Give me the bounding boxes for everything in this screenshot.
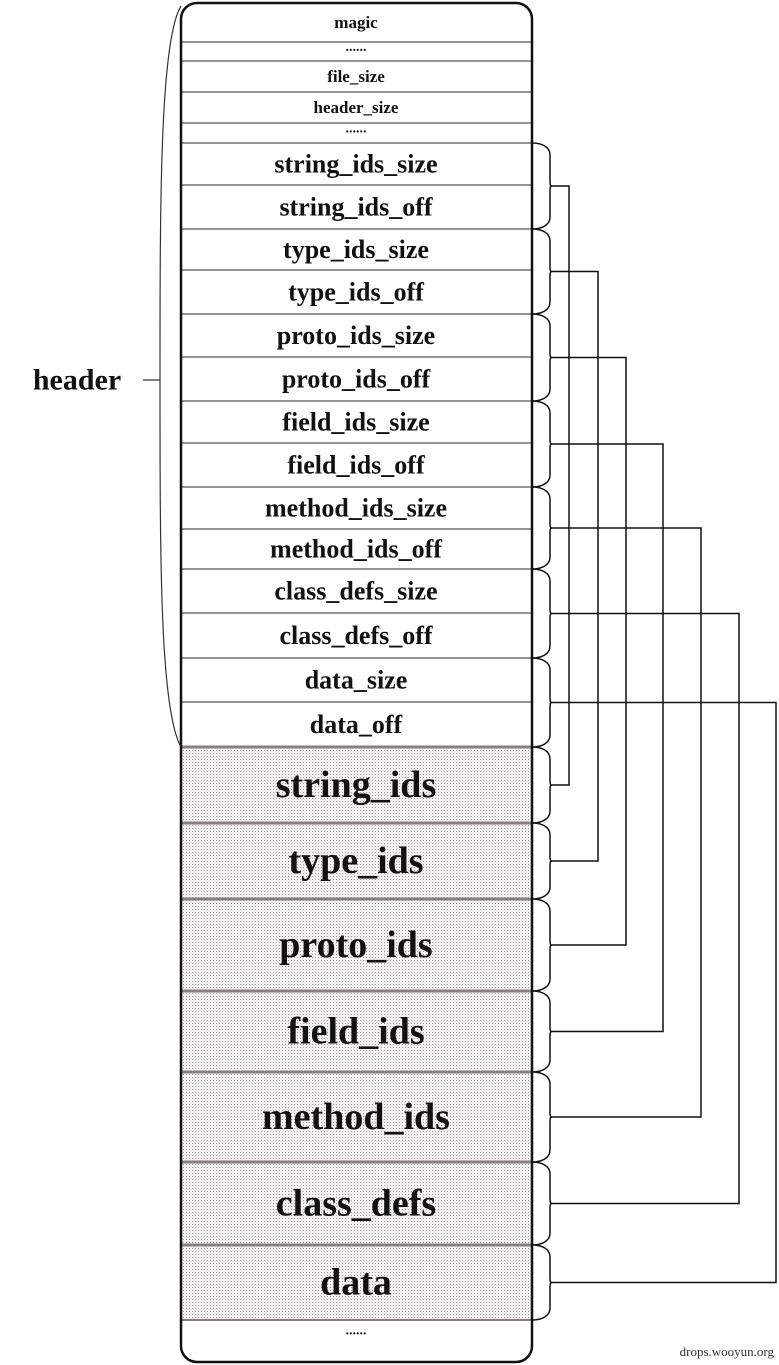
header-field-6: string_ids_off — [279, 193, 432, 222]
offset-link-class-defs — [552, 612, 740, 1205]
section-proto-ids — [181, 899, 532, 991]
field-pair-brace-6 — [531, 657, 553, 748]
offset-link-data — [552, 701, 777, 1284]
section-label-5: class_defs — [276, 1183, 436, 1225]
offset-link-field-ids — [552, 443, 664, 1033]
section-brace-2 — [531, 898, 553, 992]
section-label-0: string_ids — [276, 764, 436, 806]
section-brace-6 — [531, 1244, 553, 1321]
section-brace-4 — [531, 1071, 553, 1163]
header-field-7: type_ids_size — [283, 235, 429, 264]
section-field-ids — [181, 991, 532, 1072]
section-brace-3 — [531, 990, 553, 1073]
section-class-defs — [181, 1162, 532, 1245]
header-field-0: magic — [334, 13, 378, 32]
watermark: drops.wooyun.org — [680, 1344, 775, 1359]
header-brace — [159, 5, 182, 748]
header-field-10: proto_ids_off — [282, 365, 431, 394]
header-field-1: ...... — [346, 40, 367, 55]
header-label: header — [33, 364, 121, 397]
header-field-5: string_ids_size — [274, 150, 437, 179]
header-field-16: class_defs_off — [279, 621, 432, 650]
header-field-3: header_size — [314, 98, 399, 117]
file-outline — [179, 1, 534, 1364]
field-pair-brace-0 — [531, 142, 553, 230]
header-field-12: field_ids_off — [287, 451, 425, 480]
header-field-11: field_ids_size — [282, 408, 429, 437]
trailer-ellipsis: ...... — [346, 1324, 367, 1339]
field-pair-brace-1 — [531, 228, 553, 315]
offset-link-type-ids — [552, 270, 599, 862]
section-brace-5 — [531, 1161, 553, 1246]
header-field-9: proto_ids_size — [277, 321, 435, 350]
section-brace-0 — [531, 746, 553, 824]
header-field-8: type_ids_off — [288, 278, 424, 307]
header-field-14: method_ids_off — [270, 535, 442, 564]
header-field-17: data_size — [305, 666, 408, 695]
section-label-2: proto_ids — [279, 924, 432, 966]
header-field-18: data_off — [310, 710, 403, 739]
offset-link-method-ids — [552, 527, 702, 1118]
section-label-4: method_ids — [262, 1096, 450, 1138]
offset-link-string-ids — [552, 185, 570, 786]
section-label-1: type_ids — [288, 840, 423, 882]
header-field-2: file_size — [327, 67, 385, 86]
header-field-15: class_defs_size — [274, 577, 437, 606]
section-label-6: data — [320, 1262, 392, 1304]
section-brace-1 — [531, 822, 553, 900]
field-pair-brace-2 — [531, 313, 553, 402]
field-pair-brace-4 — [531, 486, 553, 570]
field-pair-brace-3 — [531, 400, 553, 488]
header-field-4: ...... — [346, 122, 367, 137]
section-method-ids — [181, 1072, 532, 1162]
offset-link-proto-ids — [552, 356, 627, 946]
section-data — [181, 1245, 532, 1320]
section-type-ids — [181, 823, 532, 899]
header-field-13: method_ids_size — [265, 494, 447, 523]
section-label-3: field_ids — [287, 1011, 424, 1053]
field-pair-brace-5 — [531, 568, 553, 659]
section-string-ids — [181, 747, 532, 823]
